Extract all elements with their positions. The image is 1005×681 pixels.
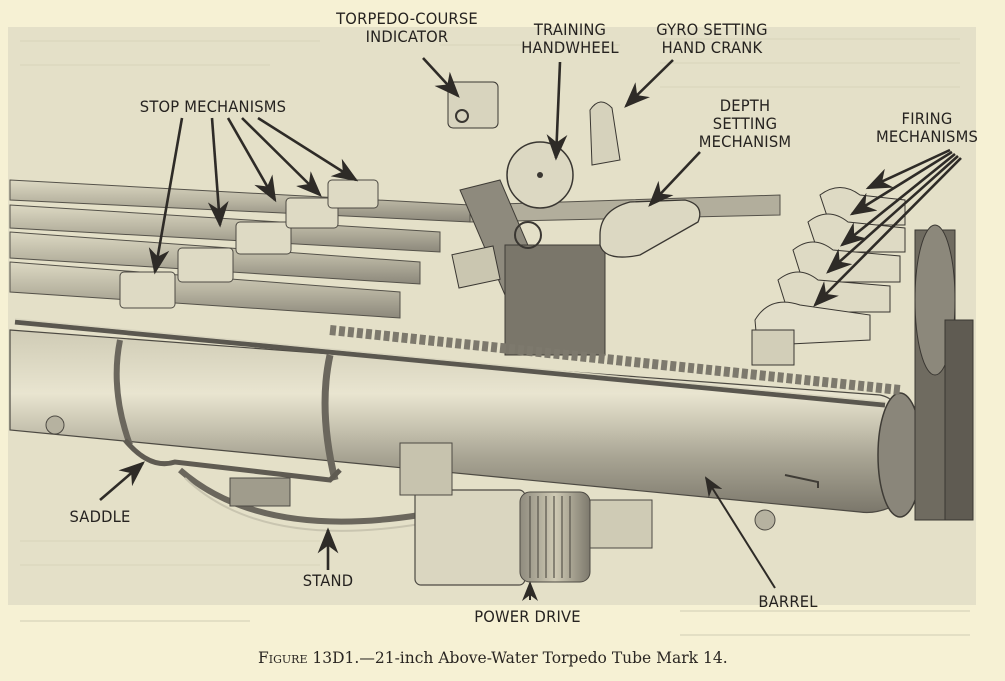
arrow-training-handwheel (546, 61, 568, 161)
label-saddle: SADDLE (59, 508, 142, 526)
label-line: BARREL (758, 592, 818, 611)
label-gyro-setting-hand-crank: GYRO SETTING HAND CRANK (648, 21, 777, 57)
arrow-gyro-setting-hand-crank (624, 59, 674, 108)
label-line: HAND CRANK (661, 38, 763, 57)
label-line: STOP MECHANISMS (139, 97, 287, 116)
arrow-firing-mechanism-1 (865, 148, 951, 190)
label-stop-mechanisms: STOP MECHANISMS (126, 98, 301, 116)
arrow-stop-mechanism-5 (257, 116, 359, 182)
label-line: TORPEDO-COURSE (336, 9, 478, 28)
arrow-stop-mechanism-1 (148, 117, 184, 275)
arrow-firing-mechanism-5 (813, 157, 962, 307)
arrow-stop-mechanism-2 (207, 117, 229, 228)
label-line: STAND (302, 571, 354, 590)
label-line: SETTING (712, 114, 778, 133)
label-line: HANDWHEEL (521, 38, 619, 57)
arrow-firing-mechanism-2 (849, 150, 953, 216)
label-torpedo-course-indicator: TORPEDO-COURSE INDICATOR (329, 10, 485, 46)
arrow-stop-mechanism-4 (241, 117, 322, 197)
barrel-body (9, 318, 923, 531)
label-line: MECHANISM (698, 132, 792, 151)
label-line: MECHANISMS (875, 127, 979, 146)
arrow-torpedo-course-indicator (422, 57, 460, 98)
arrow-firing-mechanism-4 (826, 155, 959, 274)
label-line: FIRING (901, 109, 953, 128)
label-line: TRAINING (533, 20, 607, 39)
label-line: POWER DRIVE (474, 607, 581, 626)
arrow-saddle (99, 461, 145, 501)
figure-caption: Figure 13D1.—21-inch Above-Water Torpedo… (258, 649, 728, 667)
power-drive-unit (399, 442, 653, 586)
label-stand: STAND (282, 572, 374, 590)
chain-drive (329, 325, 901, 395)
arrow-barrel (704, 476, 776, 589)
label-power-drive: POWER DRIVE (447, 608, 608, 626)
label-training-handwheel: TRAINING HANDWHEEL (510, 21, 630, 57)
figure-number: Figure 13D1. (258, 649, 360, 667)
label-line: DEPTH (719, 96, 771, 115)
label-line: GYRO SETTING (656, 20, 768, 39)
stop-mechanism-boxes (119, 179, 379, 309)
label-barrel: BARREL (747, 593, 830, 611)
arrow-depth-setting-mechanism (648, 151, 701, 207)
arrow-stop-mechanism-3 (226, 117, 277, 203)
label-line: INDICATOR (365, 27, 449, 46)
depth-setting-plate (599, 199, 701, 258)
callout-arrows (99, 57, 962, 601)
figure-title: —21-inch Above-Water Torpedo Tube Mark 1… (359, 649, 728, 667)
saddle-and-stand (123, 438, 421, 532)
label-firing-mechanisms: FIRING MECHANISMS (867, 110, 987, 146)
label-depth-setting-mechanism: DEPTH SETTING MECHANISM (685, 97, 805, 151)
arrow-firing-mechanism-3 (839, 152, 956, 247)
label-line: SADDLE (69, 507, 131, 526)
